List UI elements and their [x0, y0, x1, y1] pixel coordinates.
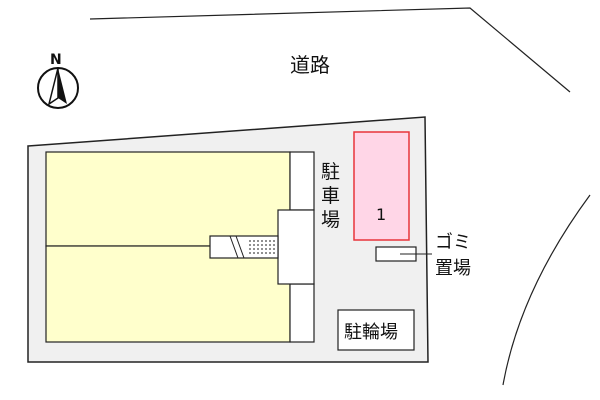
road-label: 道路 [290, 53, 330, 77]
parking-label-char-3: 場 [321, 209, 340, 231]
stair-treads [249, 240, 275, 255]
stair-diagonal-1 [229, 235, 239, 259]
building-upper [45, 151, 291, 247]
garbage-label-line2: 置場 [435, 258, 471, 279]
north-label: N [50, 52, 62, 68]
parking-label-char-2: 車 [321, 185, 340, 207]
parking-space-number: 1 [376, 205, 386, 224]
parking-label-char-1: 駐 [321, 161, 340, 183]
stair-box [209, 235, 279, 259]
bicycle-parking-label: 駐輪場 [344, 322, 398, 343]
staircase [209, 235, 279, 259]
building-notch-bottom [289, 283, 315, 343]
compass-needle-right [58, 68, 67, 104]
road-boundary-line [89, 7, 571, 93]
stair-landing [277, 209, 315, 285]
road-curve-line [502, 194, 591, 386]
garbage-label-line1: ゴミ [435, 232, 471, 253]
bicycle-parking-box [337, 309, 415, 351]
building-lower [45, 245, 291, 343]
stair-diagonal-2 [235, 235, 245, 259]
building-notch-top [289, 151, 315, 211]
compass: N [37, 52, 79, 109]
parking-space-1 [353, 131, 410, 241]
